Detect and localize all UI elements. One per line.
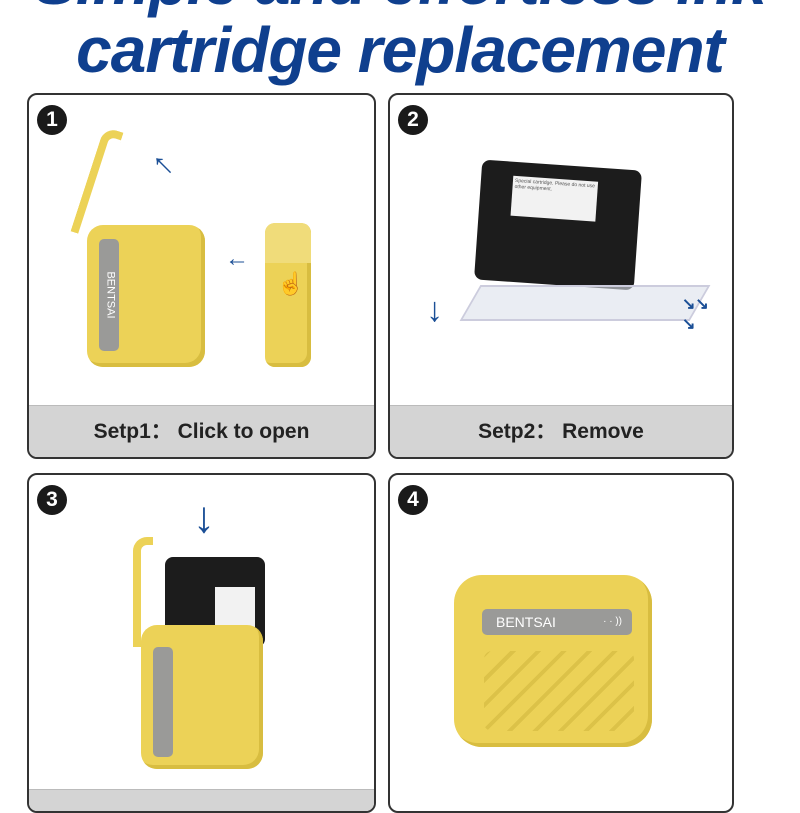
printer-device [141,625,263,769]
cartridge-label-small [215,587,255,627]
clear-holder [459,285,711,321]
open-lid [133,537,153,647]
open-lid [70,126,124,238]
title-line-2: cartridge replacement [76,14,725,86]
step-number-3: 3 [37,485,67,515]
hand-press-icon: ☝ [277,271,305,296]
device-strip [153,647,173,757]
side-cap [265,223,311,263]
ink-cartridge: Special cartridge. Please do not use oth… [474,159,642,291]
step-1-caption: Setp1： Click to open [29,405,374,457]
wireless-icon: · · )) [603,616,622,627]
brand-label: BENTSAI [104,271,117,319]
step-3-caption [29,789,374,811]
cartridge-label: Special cartridge. Please do not use oth… [510,175,599,222]
step-4-panel: 4 BENTSAI · · )) [388,473,734,813]
step-2-caption: Setp2： Remove [390,405,732,457]
brand-label: BENTSAI [496,614,556,630]
step-number-1: 1 [37,105,67,135]
step-1-panel: 1 ↑ BENTSAI ← ☝ Setp1： Click to open [27,93,376,459]
arrow-left-icon: ← [225,245,249,272]
arrow-up-left-icon: ↑ [142,144,182,184]
device-strip: BENTSAI · · )) [482,609,632,635]
arrow-down-icon: ↓ [193,493,215,542]
grip-pattern [484,651,634,731]
arrow-down-icon: ↓ [426,291,443,329]
arrows-release-icon: ↘↘↘ [682,296,709,333]
printer-side-view: ☝ [265,223,311,367]
title-line-1: Simple and effortless ink [0,0,800,14]
step-3-panel: 3 ↓ [27,473,376,813]
step-number-4: 4 [398,485,428,515]
device-strip: BENTSAI [99,239,119,351]
step-number-2: 2 [398,105,428,135]
step-2-panel: 2 Special cartridge. Please do not use o… [388,93,734,459]
printer-device: BENTSAI [87,225,205,367]
printer-device: BENTSAI · · )) [454,575,652,747]
